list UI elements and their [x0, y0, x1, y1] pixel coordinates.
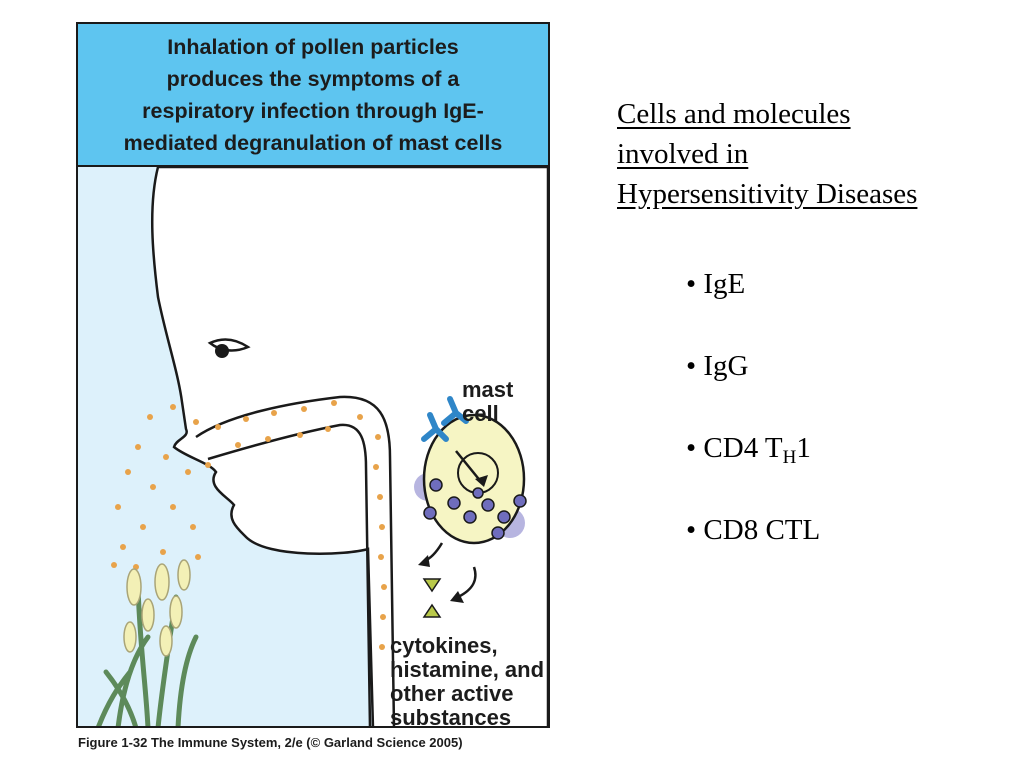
pollen-dot	[331, 400, 337, 406]
pollen-dot	[243, 416, 249, 422]
pollen-dot	[195, 554, 201, 560]
pollen-dot	[271, 410, 277, 416]
pollen-dot	[297, 432, 303, 438]
pollen-dot	[147, 414, 153, 420]
pollen-dot	[381, 584, 387, 590]
bullet-suffix: 1	[796, 432, 811, 464]
figure-panel: Inhalation of pollen particles produces …	[76, 22, 550, 728]
bullet-ige: • IgE	[686, 268, 746, 300]
pollen-dot	[115, 504, 121, 510]
mast-cell	[414, 413, 527, 545]
mediator-triangles	[422, 578, 442, 618]
pollen-dot	[301, 406, 307, 412]
pollen-dot	[185, 469, 191, 475]
substances-label: cytokines, histamine, and other active s…	[390, 633, 548, 728]
mast-cell-label: mast cell	[462, 377, 519, 426]
pollen-dot	[193, 419, 199, 425]
pollen-dot	[357, 414, 363, 420]
heading-line: involved in	[617, 138, 749, 170]
pollen-dot	[265, 436, 271, 442]
figure-title-line: mediated degranulation of mast cells	[123, 130, 503, 155]
bullet-prefix: • CD4 T	[686, 432, 783, 464]
figure-title-line: Inhalation of pollen particles	[167, 34, 459, 59]
pollen-dot	[379, 524, 385, 530]
ige-antibody-icon	[421, 396, 469, 442]
pollen-dot	[378, 554, 384, 560]
slide-heading: Cells and molecules involved in Hypersen…	[617, 94, 1007, 214]
figure-title: Inhalation of pollen particles produces …	[83, 31, 543, 159]
pollen-dot	[120, 544, 126, 550]
oral-passage	[207, 423, 372, 726]
pollen-dot	[135, 444, 141, 450]
pollen-dot	[160, 549, 166, 555]
heading-line: Hypersensitivity Diseases	[617, 178, 918, 210]
arrowhead	[418, 555, 430, 567]
figure-title-line: respiratory infection through IgE-	[142, 98, 484, 123]
allergy-illustration: mast cell cytokines, histamine, and othe…	[96, 167, 548, 728]
pollen-particles	[111, 400, 387, 650]
pollen-dot	[325, 426, 331, 432]
pollen-dot	[163, 454, 169, 460]
grass-plant-icon	[96, 559, 199, 726]
figure-title-line: produces the symptoms of a	[166, 66, 460, 91]
pollen-dot	[140, 524, 146, 530]
head-silhouette	[150, 167, 548, 726]
eye-icon	[207, 338, 251, 358]
nasal-passage	[195, 395, 396, 726]
pollen-dot	[190, 524, 196, 530]
pollen-dot	[170, 404, 176, 410]
pollen-dot	[150, 484, 156, 490]
bullet-cd8-ctl: • CD8 CTL	[686, 514, 821, 546]
pollen-dot	[375, 434, 381, 440]
pollen-dot	[235, 442, 241, 448]
figure-caption: Figure 1-32 The Immune System, 2/e (© Ga…	[78, 735, 463, 750]
pollen-dot	[373, 464, 379, 470]
arrowhead	[450, 591, 464, 603]
bullet-list: • IgE • IgG • CD4 TH1 • CD8 CTL	[686, 266, 820, 594]
pollen-dot	[379, 644, 385, 650]
bullet-igg: • IgG	[686, 350, 749, 382]
pollen-dot	[215, 424, 221, 430]
pollen-dot	[380, 614, 386, 620]
heading-line: Cells and molecules	[617, 98, 851, 130]
pollen-dot	[111, 562, 117, 568]
pollen-dot	[170, 504, 176, 510]
pollen-dot	[125, 469, 131, 475]
pollen-dot	[377, 494, 383, 500]
figure-title-box: Inhalation of pollen particles produces …	[78, 24, 548, 167]
bullet-subscript: H	[782, 447, 797, 468]
bullet-cd4-th1: • CD4 TH1	[686, 430, 820, 512]
pollen-dot	[205, 462, 211, 468]
